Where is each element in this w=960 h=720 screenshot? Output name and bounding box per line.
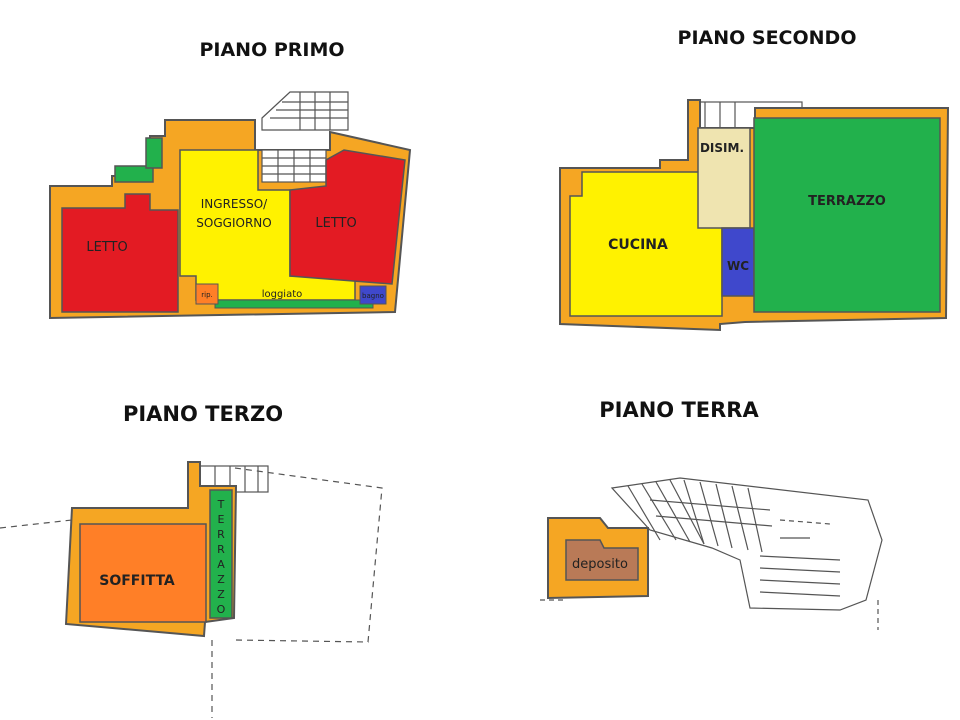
label-wc: WC bbox=[727, 259, 749, 273]
label-rip: rip. bbox=[201, 291, 213, 299]
title-piano-terzo: PIANO TERZO bbox=[123, 402, 283, 426]
plan-piano-secondo: PIANO SECONDO DISIM. TERRAZZO CUCINA WC bbox=[559, 27, 950, 332]
label-terrazzo-terzo-6: Z bbox=[217, 588, 225, 601]
dashed-terra-1 bbox=[779, 519, 831, 525]
room-letto-left bbox=[61, 193, 179, 313]
title-piano-primo: PIANO PRIMO bbox=[199, 39, 344, 61]
label-cucina: CUCINA bbox=[608, 237, 668, 253]
title-piano-terra: PIANO TERRA bbox=[599, 398, 759, 422]
dashed-line-terzo-left bbox=[0, 517, 91, 529]
label-bagno: bagno bbox=[362, 292, 384, 300]
green-strip-primo-2 bbox=[145, 137, 163, 169]
label-ingresso: INGRESSO/ bbox=[201, 197, 268, 211]
label-terrazzo-terzo-1: E bbox=[218, 513, 225, 526]
stair-primo-top bbox=[261, 91, 349, 131]
room-ripostiglio bbox=[195, 283, 219, 305]
label-letto-left: LETTO bbox=[86, 240, 127, 255]
dashed-outline-terzo bbox=[234, 467, 383, 643]
label-terrazzo-secondo: TERRAZZO bbox=[808, 194, 886, 209]
room-loggiato bbox=[214, 299, 374, 309]
stair-primo-inner bbox=[261, 149, 327, 183]
label-soggiorno: SOGGIORNO bbox=[196, 216, 271, 230]
label-deposito: deposito bbox=[572, 557, 628, 572]
label-terrazzo-terzo-7: O bbox=[217, 603, 226, 616]
room-letto-right bbox=[289, 149, 406, 285]
label-terrazzo-terzo-3: R bbox=[217, 543, 225, 556]
room-disimpegno bbox=[697, 127, 751, 229]
plan-piano-terzo: PIANO TERZO SOFFITTA T E R R A Z Z O bbox=[0, 402, 383, 718]
label-terrazzo-terzo-4: A bbox=[217, 558, 225, 571]
room-terrazzo-terzo bbox=[209, 489, 233, 619]
stair-terra-main bbox=[610, 477, 883, 611]
plan-piano-primo: PIANO PRIMO bbox=[49, 39, 412, 320]
plan-piano-terra: PIANO TERRA deposito bbox=[540, 398, 883, 630]
label-disim: DISIM. bbox=[700, 141, 744, 155]
room-wc bbox=[721, 227, 755, 297]
label-letto-right: LETTO bbox=[315, 216, 356, 231]
label-terrazzo-terzo-2: R bbox=[217, 528, 225, 541]
label-terrazzo-terzo-5: Z bbox=[217, 573, 225, 586]
title-piano-secondo: PIANO SECONDO bbox=[678, 27, 857, 49]
room-deposito bbox=[565, 539, 639, 581]
room-bagno bbox=[359, 285, 387, 305]
green-strip-primo bbox=[114, 165, 154, 183]
label-loggiato: loggiato bbox=[262, 289, 303, 300]
label-soffitta: SOFFITTA bbox=[99, 573, 175, 589]
room-soffitta bbox=[79, 523, 207, 623]
room-terrazzo-secondo bbox=[753, 117, 941, 313]
label-terrazzo-terzo-0: T bbox=[217, 498, 225, 511]
